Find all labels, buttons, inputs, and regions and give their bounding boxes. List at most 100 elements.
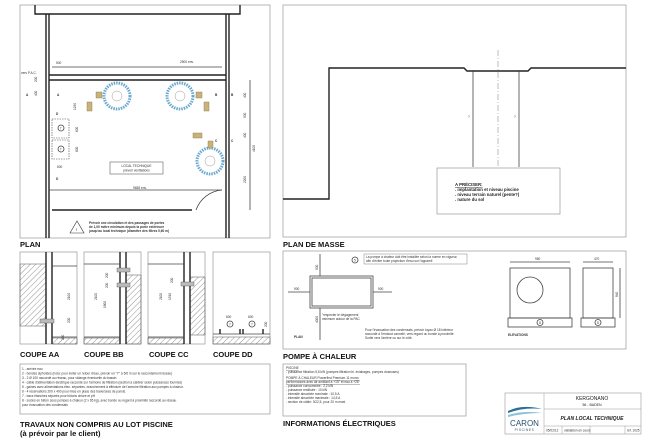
drawing-mark bbox=[516, 276, 544, 304]
drawing-text: de 1,00 mètre minimum depuis la porte ex… bbox=[89, 225, 164, 229]
filter-tank bbox=[102, 81, 132, 111]
plan-view: 7 7 500 2500 env. 1290 600 600 600 9658 … bbox=[19, 4, 271, 239]
drawing-mark bbox=[248, 320, 256, 328]
drawing-mark: ! bbox=[76, 228, 77, 232]
drawing-text: ? bbox=[514, 115, 516, 119]
drawing-text: 8 - socles en béton sous pompes à chaleu… bbox=[22, 399, 177, 403]
drawing-text: C bbox=[215, 139, 218, 143]
section-views: 2100 200 200 2100 1800 200 200 2100 1510 bbox=[19, 251, 271, 345]
drawing-mark bbox=[509, 267, 571, 319]
drawing-text: Pour l'évacuation des condensats, prévoi… bbox=[365, 328, 454, 332]
coupe-bb-label: COUPE BB bbox=[84, 350, 124, 359]
coupe-cc-label: COUPE CC bbox=[149, 350, 189, 359]
drawing-text: 950 bbox=[535, 257, 541, 261]
drawing-text: 500 bbox=[315, 264, 319, 270]
drawing-text: 600 bbox=[57, 165, 63, 169]
plan-masse-view: ? ? A PRÉCISER: . implantation et niveau… bbox=[282, 4, 627, 238]
drawing-text: 200 bbox=[105, 272, 109, 278]
drawing-mark bbox=[57, 145, 65, 153]
drawing-mark bbox=[212, 251, 271, 345]
drawing-mark bbox=[192, 132, 203, 139]
drawing-mark bbox=[508, 411, 542, 417]
pac-plan-footprint bbox=[309, 275, 374, 309]
drawing-text: 600 bbox=[75, 126, 79, 132]
drawing-mark bbox=[282, 250, 627, 350]
drawing-text: B bbox=[215, 93, 218, 97]
plan-dimensions: 500 2500 env. 1290 600 600 600 9658 env.… bbox=[34, 60, 256, 210]
electrical-title: INFORMATIONS ÉLECTRIQUES bbox=[283, 419, 396, 428]
drawing-mark bbox=[19, 363, 271, 415]
drawing-mark bbox=[116, 267, 131, 273]
drawing-mark: 7 bbox=[60, 126, 62, 130]
coupe-cc: 2100 1510 200 bbox=[147, 251, 206, 345]
drawing-text: 4100 bbox=[252, 145, 256, 152]
drawing-text: 05/02/12 bbox=[546, 429, 559, 433]
plan-masse-title: PLAN DE MASSE bbox=[283, 240, 345, 249]
title-block: CARON PISCINES KERGONANO 56 - BADEN PLAN… bbox=[504, 392, 642, 435]
drawing-text: 500 bbox=[56, 61, 62, 65]
plan-frame bbox=[19, 4, 271, 239]
drawing-text: - puissance consommée : 2,2 kW bbox=[286, 384, 333, 388]
drawing-mark bbox=[95, 91, 103, 99]
drawing-mark bbox=[536, 319, 544, 326]
drawing-text: 400 bbox=[34, 90, 38, 96]
chemical-tray bbox=[51, 118, 70, 139]
drawing-text: pour évacuation des condensats bbox=[22, 403, 68, 407]
drawing-mark bbox=[582, 267, 614, 319]
drawing-text: - puissance filtration 5,5 kW (pompes fi… bbox=[286, 370, 399, 374]
drawing-text: C bbox=[231, 139, 234, 143]
drawing-mark bbox=[351, 256, 359, 264]
drawing-text: 8 bbox=[597, 321, 599, 325]
pac-title: POMPE À CHALEUR bbox=[283, 352, 357, 361]
drawing-text: PISCINES bbox=[515, 428, 535, 432]
drawing-mark bbox=[580, 317, 616, 328]
drawing-text: Prévoir une circulation et des passages … bbox=[89, 221, 165, 225]
coupe-aa-label: COUPE AA bbox=[20, 350, 60, 359]
drawing-text: 200 bbox=[34, 76, 38, 82]
drawing-text: 4000 bbox=[315, 316, 319, 323]
drawing-text: 4 - câble d'alimentation électrique racc… bbox=[22, 381, 182, 385]
drawing-text: réf. 1025 bbox=[627, 429, 640, 433]
drawing-text: 1800 bbox=[103, 301, 107, 308]
plan-title: PLAN bbox=[20, 240, 40, 249]
drawing-mark bbox=[282, 363, 467, 417]
drawing-text: ELEVATIONS bbox=[508, 333, 528, 337]
drawing-mark bbox=[83, 337, 121, 345]
drawing-mark bbox=[212, 336, 271, 345]
drawing-text: PLAN bbox=[294, 335, 303, 339]
drawing-text: 6 - 4 réservations 200 x 400 pour mise e… bbox=[22, 390, 126, 394]
electrical-info: PISCINE - puissance filtration 5,5 kW (p… bbox=[282, 363, 467, 417]
drawing-mark bbox=[207, 140, 214, 149]
drawing-text: 600 bbox=[248, 315, 254, 319]
drawing-text: - puissance restituée : 10 kW bbox=[286, 388, 327, 392]
drawing-text: D bbox=[56, 112, 59, 116]
drawing-text: Sortie vers l'arrière ou sur le côté. bbox=[365, 336, 413, 340]
door-swing bbox=[195, 189, 223, 211]
drawing-text: 600 bbox=[75, 146, 79, 152]
drawing-text: 1 - arrivée eau bbox=[22, 367, 43, 371]
drawing-mark bbox=[111, 90, 123, 102]
drawing-text: 200 bbox=[67, 317, 71, 323]
drawing-text: LOCAL TECHNIQUE bbox=[122, 164, 152, 168]
coupe-aa: 2100 200 200 bbox=[19, 251, 78, 345]
drawing-text: 200 bbox=[264, 321, 268, 327]
local-label-box bbox=[109, 161, 164, 175]
drawing-text: 8 bbox=[539, 321, 541, 325]
drawing-title: PLAN LOCAL TECHNIQUE bbox=[561, 416, 625, 422]
drawing-mark bbox=[203, 101, 210, 112]
drawing-text: 200 bbox=[61, 334, 65, 340]
drawing-text: A bbox=[26, 93, 29, 97]
drawing-mark bbox=[116, 282, 131, 288]
pac-elevation-side: 8 470 840 bbox=[580, 257, 621, 328]
drawing-mark bbox=[57, 124, 65, 132]
drawing-mark: 7 bbox=[251, 322, 253, 326]
drawing-mark bbox=[102, 81, 132, 111]
drawing-text: D bbox=[56, 177, 59, 181]
drawing-mark bbox=[226, 320, 234, 328]
drawing-text: A PRÉCISER: bbox=[455, 182, 483, 187]
drawing-text: 840 bbox=[615, 291, 619, 297]
drawing-mark bbox=[39, 318, 55, 324]
drawing-text: POMPE À CHALEUR Powerfirst Premium 11 mo… bbox=[286, 376, 359, 380]
drawing-mark bbox=[165, 81, 195, 111]
